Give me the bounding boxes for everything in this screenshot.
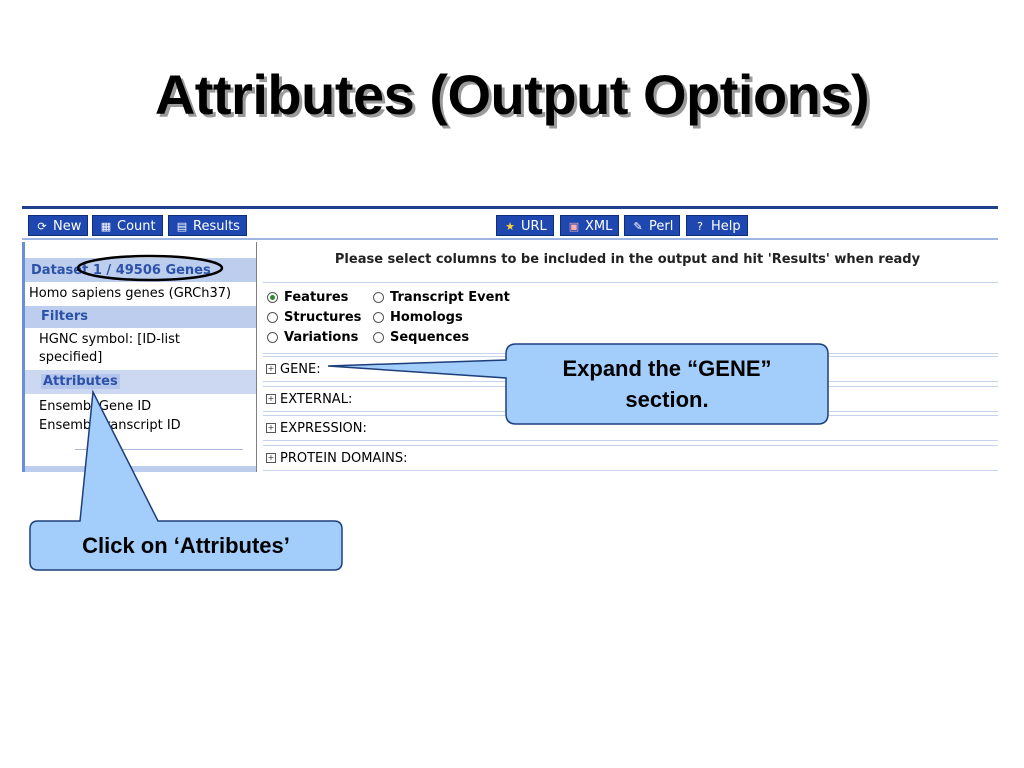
dataset-name[interactable]: Homo sapiens genes (GRCh37) xyxy=(29,286,232,301)
expand-plus-icon[interactable]: + xyxy=(266,423,276,433)
radio-structures[interactable]: Structures xyxy=(267,310,361,325)
radio-unselected-icon xyxy=(267,332,278,343)
attributes-callout-text: Click on ‘Attributes’ xyxy=(82,533,290,558)
refresh-icon: ⟳ xyxy=(37,220,47,233)
filter-summary-line1: HGNC symbol: [ID-list xyxy=(39,332,180,347)
xml-button[interactable]: ▣XML xyxy=(560,215,620,236)
radio-sequences[interactable]: Sequences xyxy=(373,330,469,345)
results-button[interactable]: ▤Results xyxy=(168,215,247,236)
perl-button[interactable]: ✎Perl xyxy=(624,215,681,236)
sidebar-divider xyxy=(75,449,243,450)
radio-unselected-icon xyxy=(373,292,384,303)
radio-unselected-icon xyxy=(267,312,278,323)
slide-title: Attributes (Output Options) xyxy=(154,63,870,126)
toolbar: ⟳New ▦Count ▤Results ★URL ▣XML ✎Perl ?He… xyxy=(22,206,998,240)
star-icon: ★ xyxy=(505,220,515,233)
radio-variations[interactable]: Variations xyxy=(267,330,358,345)
count-button[interactable]: ▦Count xyxy=(92,215,163,236)
radio-unselected-icon xyxy=(373,332,384,343)
expand-plus-icon[interactable]: + xyxy=(266,364,276,374)
gene-callout-text: Expand the “GENE” section. xyxy=(562,356,772,412)
radio-homologs[interactable]: Homologs xyxy=(373,310,463,325)
xml-icon: ▣ xyxy=(568,220,580,233)
expand-plus-icon[interactable]: + xyxy=(266,394,276,404)
help-icon: ? xyxy=(697,220,703,233)
sidebar: Dataset 1 / 49506 Genes Homo sapiens gen… xyxy=(22,242,256,472)
attribute-page-options: Features Transcript Event Structures Hom… xyxy=(263,282,998,354)
instruction-header: Please select columns to be included in … xyxy=(334,252,921,267)
filter-summary-line2: specified] xyxy=(39,350,103,365)
section-protein-domains[interactable]: +PROTEIN DOMAINS: xyxy=(263,445,998,471)
script-icon: ✎ xyxy=(633,220,643,233)
help-button[interactable]: ?Help xyxy=(686,215,748,236)
radio-selected-icon xyxy=(267,292,278,303)
attribute-item: Ensembl Transcript ID xyxy=(39,418,181,433)
url-button[interactable]: ★URL xyxy=(496,215,554,236)
expand-plus-icon[interactable]: + xyxy=(266,453,276,463)
sidebar-attributes-row: Attributes xyxy=(25,370,256,394)
sidebar-item-filters[interactable]: Filters xyxy=(25,306,256,328)
radio-transcript-event[interactable]: Transcript Event xyxy=(373,290,510,305)
radio-features[interactable]: Features xyxy=(267,290,348,305)
calculator-icon: ▦ xyxy=(100,220,112,233)
table-icon: ▤ xyxy=(176,220,188,233)
attribute-item: Ensembl Gene ID xyxy=(39,399,152,414)
radio-unselected-icon xyxy=(373,312,384,323)
biomart-screenshot: ⟳New ▦Count ▤Results ★URL ▣XML ✎Perl ?He… xyxy=(22,206,998,472)
section-expression[interactable]: +EXPRESSION: xyxy=(263,415,998,441)
sidebar-item-attributes[interactable]: Attributes xyxy=(41,374,120,389)
sidebar-next-header xyxy=(25,466,256,472)
sidebar-dataset-header[interactable]: Dataset 1 / 49506 Genes xyxy=(25,258,256,282)
new-button[interactable]: ⟳New xyxy=(28,215,89,236)
